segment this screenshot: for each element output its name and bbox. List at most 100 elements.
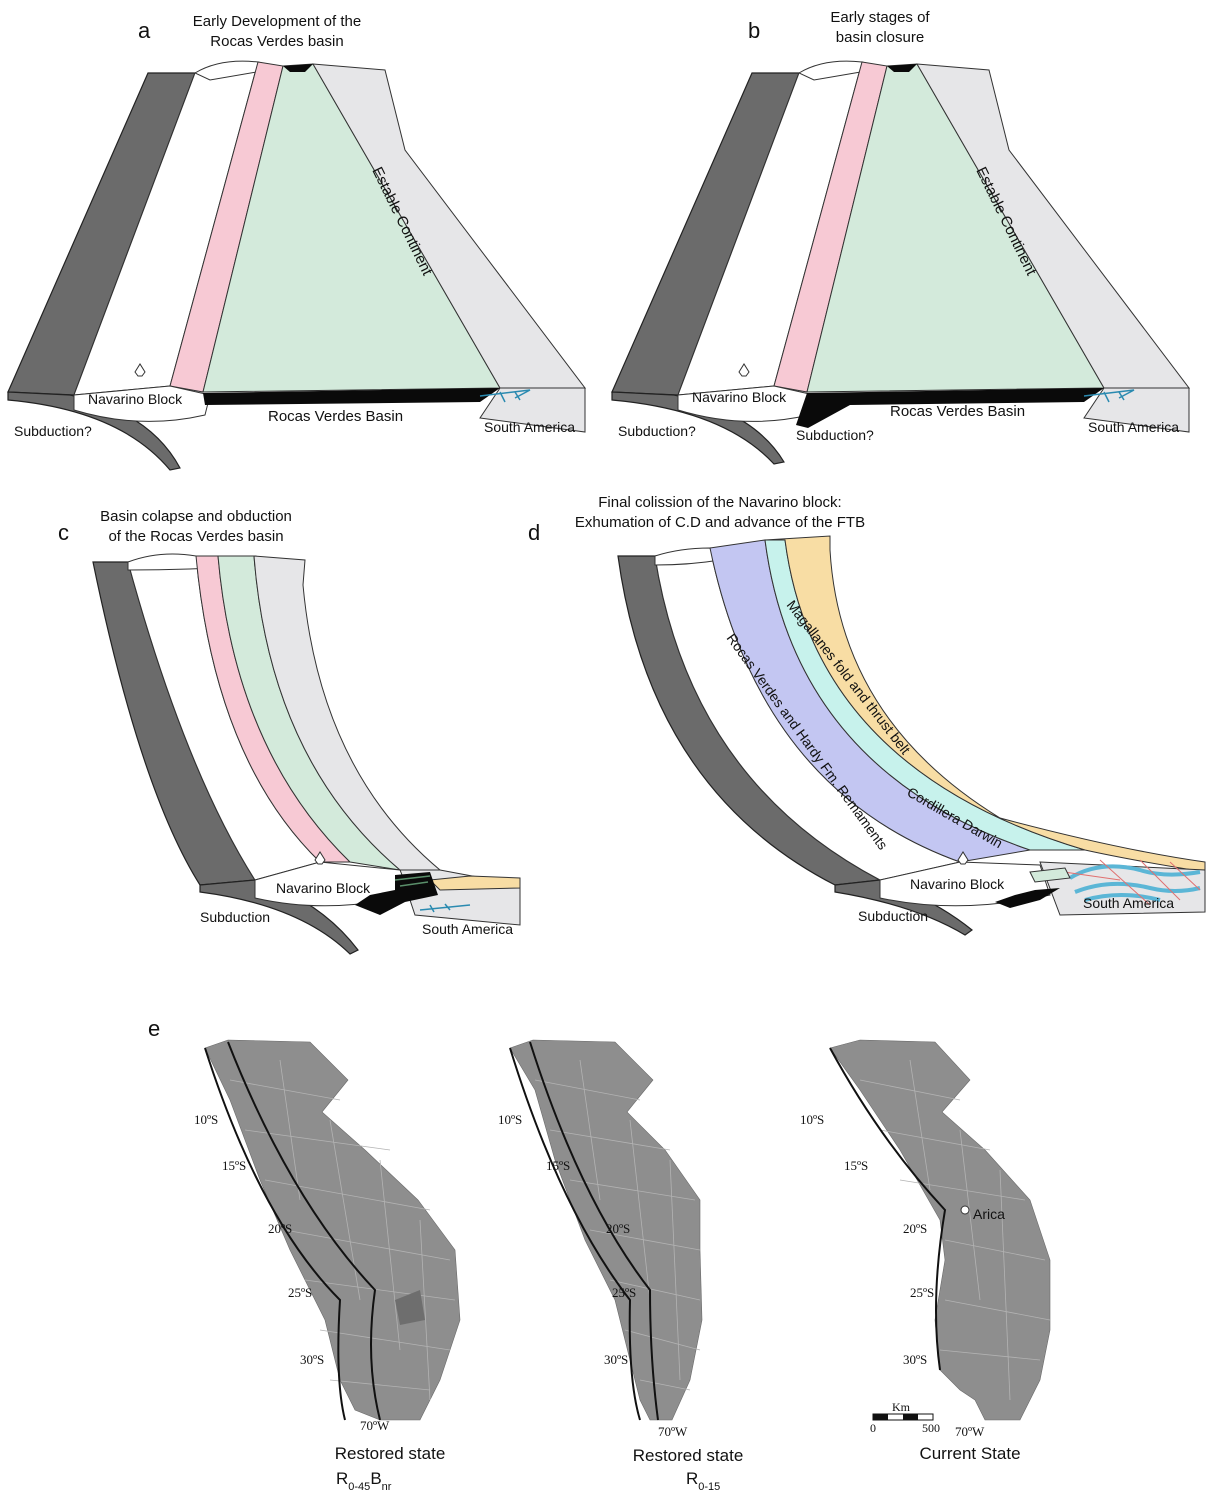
label-subduction-2: Subduction? bbox=[796, 427, 874, 443]
lat-label-20s: 20ºS bbox=[606, 1221, 630, 1236]
magallanes-ftb-belt bbox=[764, 535, 1206, 873]
platform-carbonates bbox=[1083, 389, 1135, 403]
lat-label-30s: 30ºS bbox=[903, 1352, 927, 1367]
volcano-icon bbox=[738, 363, 750, 377]
trench-line bbox=[829, 1047, 947, 1371]
platform-carbonates bbox=[419, 903, 471, 913]
label-south-america: South America bbox=[484, 419, 575, 435]
fracture-lines bbox=[229, 1059, 456, 1401]
label-navarino-block: Navarino Block bbox=[692, 389, 787, 405]
label-navarino-block: Navarino Block bbox=[276, 880, 371, 896]
lat-label-20s: 20ºS bbox=[268, 1221, 292, 1236]
panel-c-title-1: Basin colapse and obduction bbox=[100, 508, 292, 525]
panel-a: a Early Development of the Rocas Verdes … bbox=[7, 13, 587, 471]
scale-max: 500 bbox=[922, 1421, 940, 1435]
map-caption-formula: R0-15 bbox=[686, 1469, 720, 1493]
lat-label-15s: 15ºS bbox=[844, 1158, 868, 1173]
fracture-lines bbox=[534, 1059, 701, 1391]
darker-block bbox=[395, 1290, 425, 1325]
panel-b-title-2: basin closure bbox=[836, 29, 924, 46]
lat-label-30s: 30ºS bbox=[604, 1352, 628, 1367]
panel-letter-b: b bbox=[748, 18, 760, 43]
panel-d: d Final colission of the Navarino block:… bbox=[528, 494, 1206, 936]
lat-label-25s: 25ºS bbox=[612, 1285, 636, 1300]
lat-label-30s: 30ºS bbox=[300, 1352, 324, 1367]
panel-b-title-1: Early stages of bbox=[830, 9, 930, 26]
lat-label-15s: 15ºS bbox=[546, 1158, 570, 1173]
scale-bar-seg-1 bbox=[873, 1414, 888, 1420]
map-caption: Current State bbox=[919, 1444, 1020, 1463]
label-navarino-block: Navarino Block bbox=[88, 391, 183, 407]
lat-label-10s: 10ºS bbox=[800, 1112, 824, 1127]
scale-bar-seg-2 bbox=[903, 1414, 918, 1420]
panel-a-title-2: Rocas Verdes basin bbox=[210, 33, 343, 50]
volcano-icon bbox=[314, 851, 326, 865]
lat-label-25s: 25ºS bbox=[288, 1285, 312, 1300]
basin-top-fill bbox=[283, 64, 313, 72]
label-south-america: South America bbox=[1083, 895, 1174, 911]
lat-label-10s: 10ºS bbox=[194, 1112, 218, 1127]
panel-e: e 10ºS 15ºS 20ºS 25ºS 30ºS 70ºW Restored… bbox=[148, 1016, 1051, 1493]
arc-front-line bbox=[227, 1041, 381, 1421]
map-caption-formula: R0-45Bnr bbox=[336, 1469, 392, 1493]
label-arica: Arica bbox=[973, 1206, 1005, 1222]
label-subduction: Subduction? bbox=[14, 423, 92, 439]
scale-bar: Km 0 500 bbox=[870, 1400, 940, 1435]
trench-line bbox=[509, 1047, 641, 1421]
map-landmass bbox=[204, 1039, 461, 1421]
platform-carbonates bbox=[479, 389, 531, 403]
lon-label-70w: 70ºW bbox=[658, 1424, 688, 1439]
map-restored-r0-15: 10ºS 15ºS 20ºS 25ºS 30ºS 70ºW Restored s… bbox=[498, 1039, 744, 1493]
panel-a-title-1: Early Development of the bbox=[193, 13, 361, 30]
scale-min: 0 bbox=[870, 1421, 876, 1435]
label-south-america: South America bbox=[1088, 419, 1179, 435]
label-navarino-block: Navarino Block bbox=[910, 876, 1005, 892]
lat-label-10s: 10ºS bbox=[498, 1112, 522, 1127]
south-america-block bbox=[1083, 387, 1190, 433]
fracture-lines bbox=[859, 1059, 1051, 1401]
estable-continent bbox=[916, 63, 1191, 389]
panel-letter-d: d bbox=[528, 520, 540, 545]
label-rocas-verdes-basin: Rocas Verdes Basin bbox=[890, 403, 1025, 420]
scale-unit: Km bbox=[892, 1400, 911, 1414]
arc-front-line bbox=[529, 1041, 659, 1421]
obducted-ophiolite bbox=[355, 872, 438, 915]
panel-letter-c: c bbox=[58, 520, 69, 545]
panel-letter-e: e bbox=[148, 1016, 160, 1041]
panel-letter-a: a bbox=[138, 18, 151, 43]
label-subduction: Subduction bbox=[858, 908, 928, 924]
ophiolite-pattern bbox=[394, 875, 431, 887]
lat-label-20s: 20ºS bbox=[903, 1221, 927, 1236]
navarino-block-body bbox=[73, 385, 211, 422]
lat-label-25s: 25ºS bbox=[910, 1285, 934, 1300]
navarino-block-body bbox=[879, 861, 1051, 907]
volcano-icon bbox=[957, 851, 969, 865]
folded-strata bbox=[1068, 864, 1201, 902]
map-caption: Restored state bbox=[633, 1446, 744, 1465]
basin-fill bbox=[796, 388, 1104, 428]
panel-c: c Basin colapse and obduction of the Roc… bbox=[58, 508, 521, 955]
basin-fill bbox=[203, 388, 500, 405]
map-landmass bbox=[509, 1039, 703, 1421]
panel-b: b Early stages of basin closure Estable … bbox=[611, 9, 1191, 465]
trench-line bbox=[204, 1047, 346, 1421]
label-south-america: South America bbox=[422, 921, 513, 937]
map-caption: Restored state bbox=[335, 1444, 446, 1463]
panel-d-title-2: Exhumation of C.D and advance of the FTB bbox=[575, 514, 865, 531]
map-current-state: Arica 10ºS 15ºS 20ºS 25ºS 30ºS 70ºW Km 0… bbox=[800, 1039, 1051, 1463]
obducted-ophiolite bbox=[995, 888, 1060, 908]
label-subduction-1: Subduction? bbox=[618, 423, 696, 439]
thrust-faults bbox=[1049, 859, 1201, 906]
estable-continent bbox=[312, 63, 587, 389]
arica-city-marker bbox=[960, 1205, 970, 1215]
south-america-block bbox=[479, 387, 586, 433]
map-restored-r0-45bnr: 10ºS 15ºS 20ºS 25ºS 30ºS 70ºW Restored s… bbox=[194, 1039, 461, 1493]
lon-label-70w: 70ºW bbox=[955, 1424, 985, 1439]
foreland-fill bbox=[428, 875, 521, 891]
ophiolite-remnant bbox=[1029, 867, 1071, 883]
panel-c-title-2: of the Rocas Verdes basin bbox=[108, 528, 283, 545]
label-rocas-verdes-basin: Rocas Verdes Basin bbox=[268, 408, 403, 425]
label-subduction: Subduction bbox=[200, 909, 270, 925]
lat-label-15s: 15ºS bbox=[222, 1158, 246, 1173]
